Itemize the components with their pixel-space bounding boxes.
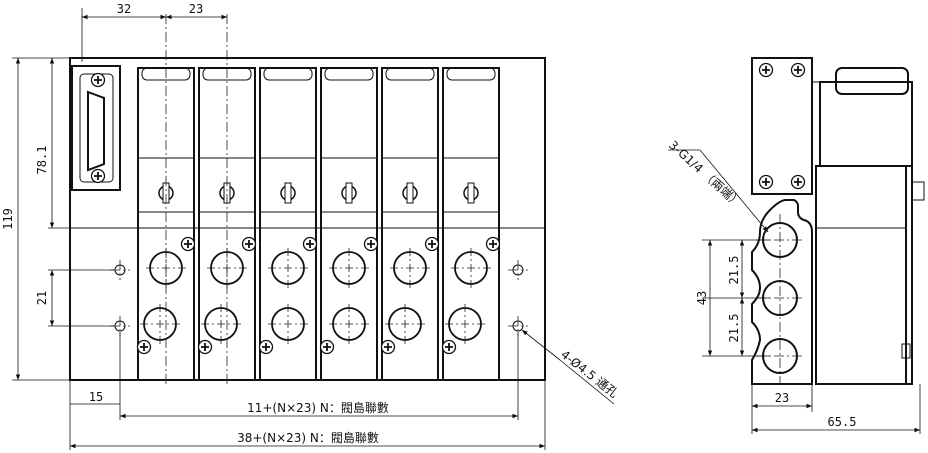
dim-height-total: 119 [1,208,15,230]
dimension-left [12,57,115,381]
d-sub-connector [71,65,121,191]
valve-unit [259,67,317,381]
base-plate-outline [69,57,546,381]
side-dimension-horizontal [751,384,921,434]
valve-stack [137,67,500,381]
valve-unit [381,67,439,381]
dim-top-pitch: 32 [117,2,131,16]
mounting-screws [136,236,501,355]
dim-base-width: 23 [775,391,789,405]
dim-left-offset: 15 [89,390,103,404]
dim-port-lower: 21.5 [727,314,741,343]
dim-bottom-outer: 38+(N×23) N：閥島聯數 [237,430,379,445]
dimension-bottom [69,332,546,450]
front-view: 32 23 119 78.1 21 15 11+(N×23) N：閥島聯數 [1,2,621,450]
port-row-lower [139,303,486,345]
side-dimension-vertical [702,239,770,357]
valve-unit [320,67,378,381]
port-row-upper [145,247,492,289]
side-valve-body [815,165,925,385]
through-holes [110,260,528,336]
dim-port-spacing: 21 [35,291,49,305]
dimension-top [81,8,227,62]
hole-note: 4-Ø4.5 通孔 [558,347,620,400]
side-view: 3-G1/4 （兩端） 43 21.5 21.5 23 65.5 [666,57,925,434]
dim-height-upper: 78.1 [35,146,49,175]
dim-port-upper: 21.5 [727,256,741,285]
side-solenoid [819,67,913,167]
dim-port-total: 43 [695,291,709,305]
dim-bottom-inner: 11+(N×23) N：閥島聯數 [247,400,389,415]
dim-top-valve: 23 [189,2,203,16]
dim-total-width: 65.5 [828,415,857,429]
hole-leader [521,329,615,405]
port-note: 3-G1/4 （兩端） [666,138,744,211]
valve-unit [442,67,500,381]
side-connector-housing [751,57,822,195]
